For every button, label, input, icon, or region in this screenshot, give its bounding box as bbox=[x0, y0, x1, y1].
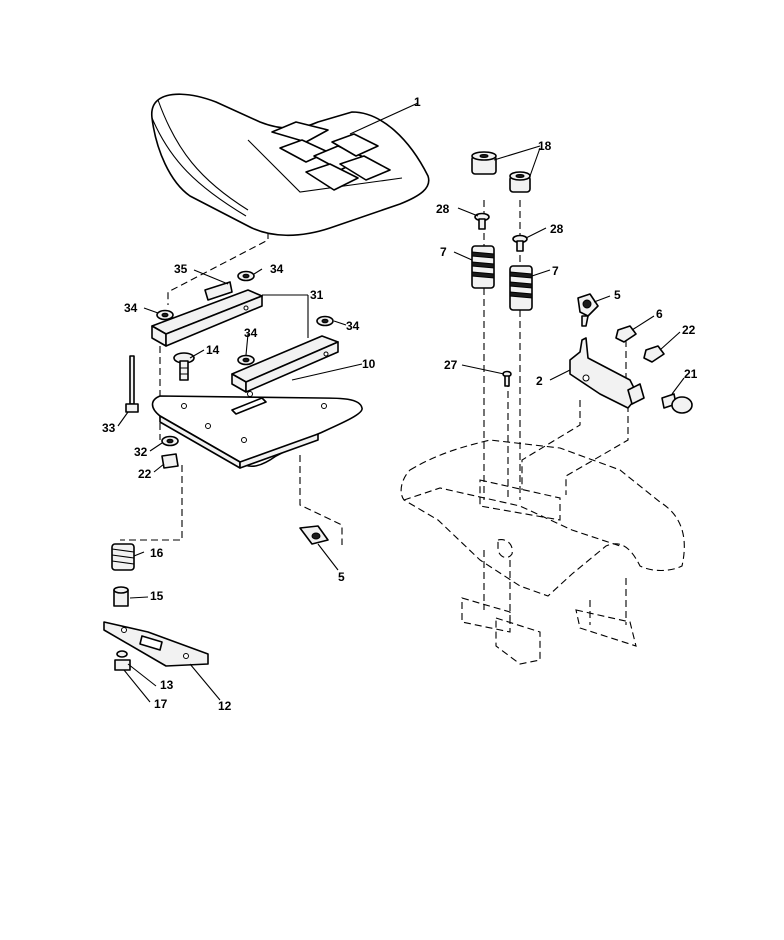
callout-31: 31 bbox=[310, 288, 324, 302]
bolts-part-28 bbox=[474, 212, 528, 252]
callout-16: 16 bbox=[150, 546, 164, 560]
callout-10: 10 bbox=[362, 357, 376, 371]
callout-2: 2 bbox=[536, 374, 543, 388]
callout-34-right: 34 bbox=[346, 319, 360, 333]
callout-5-upper: 5 bbox=[614, 288, 621, 302]
leader-lines bbox=[117, 102, 685, 703]
callout-6: 6 bbox=[656, 307, 663, 321]
callout-34-top: 34 bbox=[270, 262, 284, 276]
callout-15: 15 bbox=[150, 589, 164, 603]
callout-34-center: 34 bbox=[244, 326, 258, 340]
callout-14: 14 bbox=[206, 343, 220, 357]
spring-clip-part-35 bbox=[204, 281, 233, 301]
callout-33: 33 bbox=[102, 421, 116, 435]
callout-28-left: 28 bbox=[436, 202, 450, 216]
callout-22-right: 22 bbox=[682, 323, 696, 337]
callout-12: 12 bbox=[218, 699, 232, 713]
bracket-part-12 bbox=[103, 621, 209, 667]
bumpers-part-18 bbox=[471, 151, 531, 193]
callout-7-right: 7 bbox=[552, 264, 559, 278]
tractor-fender-frame bbox=[400, 439, 685, 665]
clip-part-5-upper bbox=[577, 293, 599, 327]
callout-22-left: 22 bbox=[138, 467, 152, 481]
callout-35: 35 bbox=[174, 262, 188, 276]
nut-part-6 bbox=[615, 325, 637, 343]
callout-28-right: 28 bbox=[550, 222, 564, 236]
callout-13: 13 bbox=[160, 678, 174, 692]
washer-part-32 bbox=[161, 435, 179, 447]
bolt-part-33 bbox=[125, 355, 139, 413]
callout-5-lower: 5 bbox=[338, 570, 345, 584]
seat-part-1 bbox=[150, 93, 430, 237]
callout-32: 32 bbox=[134, 445, 148, 459]
seat-pan-part-10 bbox=[151, 391, 363, 469]
callout-1: 1 bbox=[414, 95, 421, 109]
callout-17: 17 bbox=[154, 697, 168, 711]
knob-part-21 bbox=[661, 393, 693, 414]
callout-21: 21 bbox=[684, 367, 698, 381]
adjuster-bracket-part-2 bbox=[569, 337, 645, 409]
callout-7-left: 7 bbox=[440, 245, 447, 259]
nut-part-17 bbox=[114, 659, 131, 671]
callout-18: 18 bbox=[538, 139, 552, 153]
callout-34-left: 34 bbox=[124, 301, 138, 315]
bolt-part-14 bbox=[173, 352, 195, 381]
washer-part-13 bbox=[116, 650, 128, 658]
callout-labels: 1 18 28 28 7 7 35 34 34 34 34 31 14 10 3… bbox=[102, 95, 698, 713]
washers-part-34 bbox=[156, 270, 334, 366]
pin-part-27 bbox=[502, 370, 512, 387]
clip-part-5-lower bbox=[299, 525, 329, 545]
springs-part-7 bbox=[471, 245, 533, 311]
nut-part-22-right bbox=[643, 345, 665, 363]
nut-part-22-left bbox=[161, 453, 179, 469]
spacer-part-15 bbox=[113, 586, 129, 607]
spring-part-16 bbox=[111, 543, 135, 571]
seat-rail-part-31 bbox=[151, 289, 339, 393]
callout-27: 27 bbox=[444, 358, 458, 372]
